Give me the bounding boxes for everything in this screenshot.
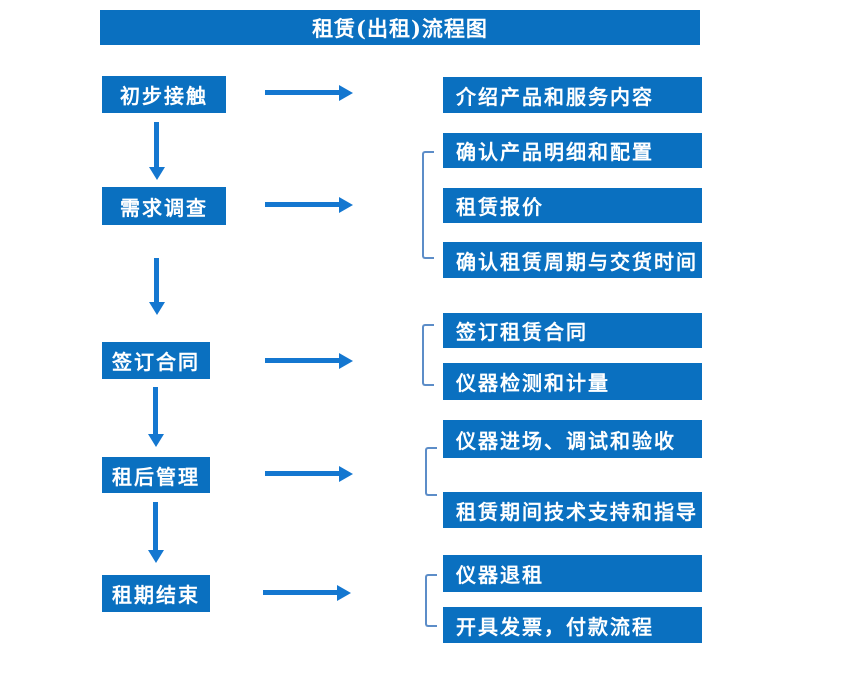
down-arrow-icon-4 [147, 502, 164, 563]
right-arrow-icon-4 [265, 465, 353, 482]
detail-label: 租赁报价 [456, 195, 544, 219]
down-arrow-icon-1 [148, 122, 165, 180]
stage-label: 签订合同 [112, 350, 200, 374]
down-arrow-icon-3 [147, 387, 164, 447]
stage-box-demand-survey: 需求调查 [102, 187, 226, 225]
detail-label: 确认产品明细和配置 [456, 140, 654, 164]
detail-label: 仪器检测和计量 [456, 371, 610, 395]
detail-label: 仪器进场、调试和验收 [456, 428, 676, 453]
stage-label: 租期结束 [112, 583, 200, 607]
detail-box-introduce-products: 介绍产品和服务内容 [443, 77, 702, 113]
right-arrow-icon-5 [263, 584, 351, 601]
stage-label: 租后管理 [112, 464, 200, 489]
right-arrow-icon-3 [265, 352, 353, 369]
group-bracket-icon-2 [422, 324, 434, 386]
detail-box-technical-support: 租赁期间技术支持和指导 [443, 492, 702, 528]
stage-label: 初步接触 [120, 84, 208, 108]
stage-box-rental-end: 租期结束 [102, 575, 210, 612]
flowchart-title-bar: 租赁(出租)流程图 [100, 10, 700, 45]
detail-label: 介绍产品和服务内容 [456, 84, 654, 109]
detail-box-confirm-product-config: 确认产品明细和配置 [443, 133, 702, 168]
stage-box-sign-contract: 签订合同 [102, 342, 210, 379]
page-title: 租赁(出租)流程图 [312, 15, 488, 41]
detail-label: 签订租赁合同 [456, 320, 588, 344]
detail-box-rental-quotation: 租赁报价 [443, 188, 702, 223]
detail-label: 确认租赁周期与交货时间 [456, 249, 698, 274]
detail-label: 仪器退租 [456, 563, 544, 587]
detail-box-instrument-setup-acceptance: 仪器进场、调试和验收 [443, 420, 702, 458]
group-bracket-icon-4 [425, 574, 437, 627]
right-arrow-icon-1 [265, 84, 353, 101]
right-arrow-icon-2 [265, 196, 353, 213]
detail-box-instrument-return: 仪器退租 [443, 555, 702, 592]
detail-label: 租赁期间技术支持和指导 [456, 499, 698, 524]
stage-label: 需求调查 [120, 195, 208, 220]
detail-box-invoice-payment: 开具发票，付款流程 [443, 607, 702, 643]
group-bracket-icon-3 [425, 447, 437, 496]
detail-box-confirm-period-delivery: 确认租赁周期与交货时间 [443, 242, 702, 278]
down-arrow-icon-2 [148, 258, 165, 315]
stage-box-post-rental-management: 租后管理 [102, 457, 210, 493]
detail-box-instrument-testing: 仪器检测和计量 [443, 363, 702, 400]
detail-box-sign-rental-contract: 签订租赁合同 [443, 313, 702, 348]
group-bracket-icon-1 [422, 151, 434, 259]
stage-box-initial-contact: 初步接触 [102, 76, 226, 113]
detail-label: 开具发票，付款流程 [456, 614, 654, 639]
